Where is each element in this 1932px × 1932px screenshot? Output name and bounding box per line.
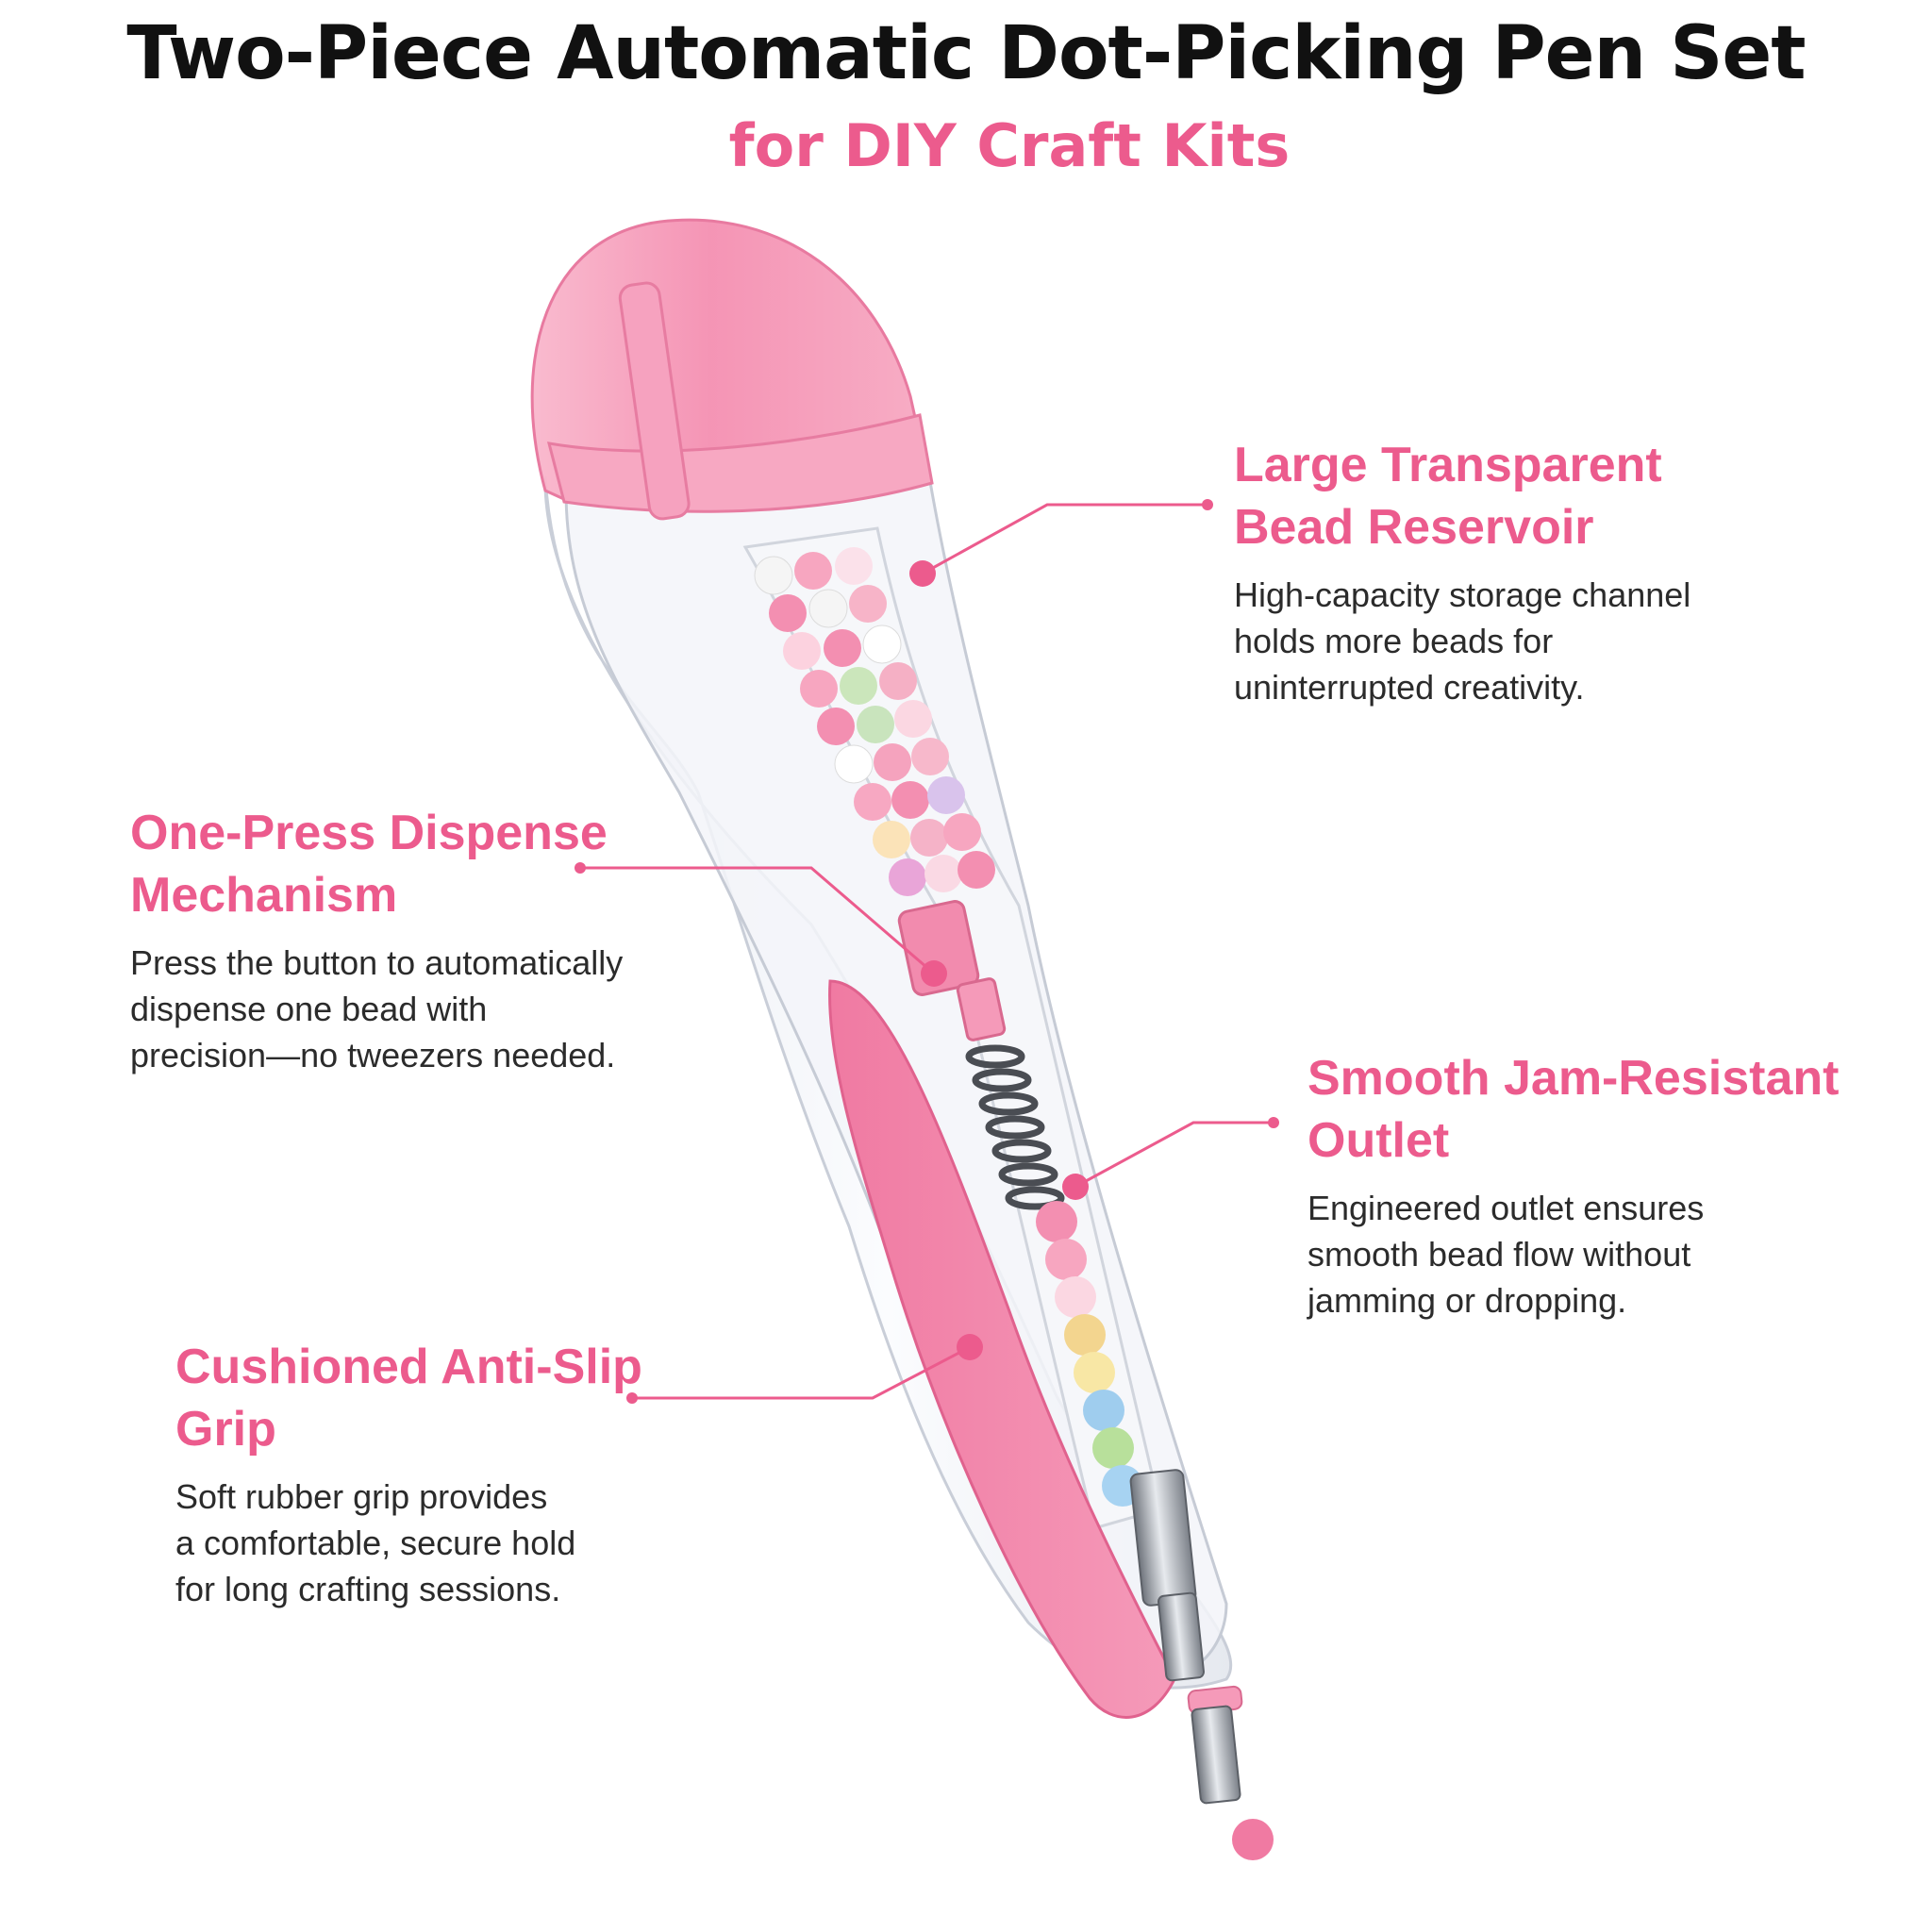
callout-grip-body: Soft rubber grip provides a comfortable,… [175, 1477, 576, 1608]
callout-grip: Cushioned Anti-Slip Grip Soft rubber gri… [175, 1336, 642, 1612]
leader-lines [580, 503, 1274, 1400]
cap-plunger [618, 281, 691, 521]
callout-reservoir: Large Transparent Bead Reservoir High-ca… [1234, 434, 1690, 710]
callout-outlet-heading: Smooth Jam-Resistant Outlet [1307, 1051, 1840, 1168]
dropped-bead [1232, 1819, 1274, 1860]
spring [965, 1044, 1065, 1210]
callout-reservoir-body: High-capacity storage channel holds more… [1234, 575, 1691, 707]
dispense-plunger [897, 900, 980, 996]
callout-grip-heading: Cushioned Anti-Slip Grip [175, 1340, 642, 1457]
callout-dispense-body: Press the button to automatically dispen… [130, 943, 624, 1074]
metal-tip-lower [1158, 1591, 1205, 1682]
metal-nozzle [1191, 1705, 1241, 1805]
callout-outlet: Smooth Jam-Resistant Outlet Engineered o… [1307, 1047, 1839, 1324]
dispense-rod [956, 977, 1007, 1041]
page-title: Two-Piece Automatic Dot-Picking Pen Set [126, 11, 1806, 96]
callout-dispense-heading: One-Press Dispense Mechanism [130, 806, 608, 923]
beads-reservoir [754, 547, 995, 896]
leader-line-reservoir [922, 503, 1208, 575]
callout-reservoir-heading: Large Transparent Bead Reservoir [1234, 438, 1662, 555]
leader-line-dispense [580, 866, 935, 975]
leader-dots [575, 499, 1279, 1404]
page-subtitle: for DIY Craft Kits [728, 111, 1291, 180]
leader-line-grip [632, 1345, 971, 1400]
grip-pad [828, 979, 1176, 1719]
callout-outlet-body: Engineered outlet ensures smooth bead fl… [1307, 1189, 1705, 1320]
callout-dispense: One-Press Dispense Mechanism Press the b… [130, 802, 623, 1078]
leader-line-outlet [1074, 1121, 1274, 1189]
